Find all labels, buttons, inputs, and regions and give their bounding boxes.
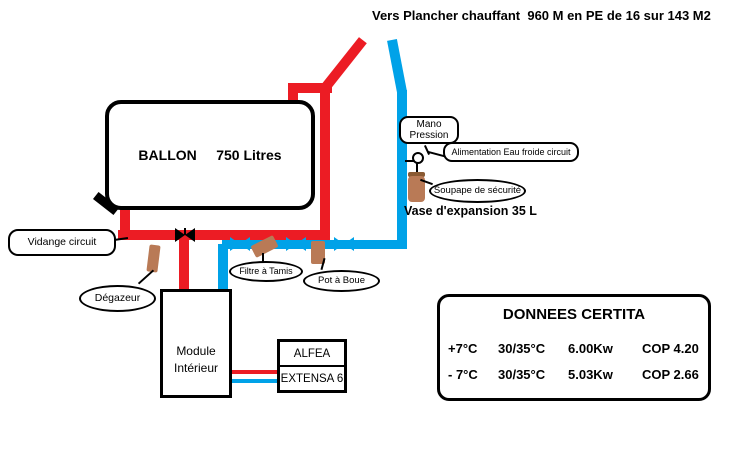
callout-soupape: Soupape de sécurité — [429, 179, 526, 203]
callout-degazeur: Dégazeur — [79, 285, 156, 312]
cold-pipe-diagonal-top — [387, 39, 407, 93]
certita-rows: +7°C 30/35°C 6.00Kw COP 4.20 - 7°C 30/35… — [440, 335, 708, 387]
vase-expansion-label: Vase d'expansion 35 L — [404, 204, 537, 218]
certita-cell: 30/35°C — [498, 366, 546, 382]
callout-mano-pression: Mano Pression — [399, 116, 459, 144]
cold-pipe-module-to-alfea — [232, 379, 278, 383]
certita-cell: 30/35°C — [498, 340, 546, 356]
certita-cell: COP 4.20 — [642, 340, 699, 356]
alfea-brand-label: ALFEA — [280, 342, 344, 367]
callout-pointer — [137, 269, 155, 285]
callout-filtre-label: Filtre à Tamis — [239, 266, 293, 277]
cold-pipe-main-vertical — [397, 90, 407, 248]
pot-a-boue-component — [311, 241, 325, 264]
fill-valve-icon — [412, 152, 424, 164]
certita-cell: 6.00Kw — [568, 340, 613, 356]
cold-valve-icon — [286, 237, 306, 251]
hot-pipe-tank-left-vertical — [120, 206, 130, 240]
alfea-model-label: EXTENSA 6 — [280, 372, 344, 385]
cold-valve-icon — [334, 237, 354, 251]
certita-cell: +7°C — [448, 340, 478, 356]
certita-title: DONNEES CERTITA — [502, 306, 646, 323]
callout-pot-a-boue-label: Pot à Boue — [317, 274, 365, 286]
callout-alimentation-label: Alimentation Eau froide circuit — [451, 146, 571, 157]
shutoff-valve-icon — [175, 228, 195, 242]
certita-row: - 7°C 30/35°C 5.03Kw COP 2.66 — [440, 361, 708, 387]
module-interieur-label: Module Intérieur — [173, 343, 219, 375]
callout-soupape-label: Soupape de sécurité — [433, 184, 522, 196]
cold-pipe-to-module — [218, 244, 228, 291]
expansion-drop-line — [416, 162, 418, 176]
ballon-tank: BALLON 750 Litres — [105, 100, 315, 210]
module-interieur-box: Module Intérieur — [160, 289, 232, 398]
callout-vidange: Vidange circuit — [8, 229, 116, 256]
callout-degazeur-label: Dégazeur — [94, 291, 141, 304]
callout-mano-pression-label: Mano Pression — [409, 118, 449, 141]
hot-pipe-elbow-horizontal — [288, 83, 332, 93]
hot-pipe-right-vertical — [320, 83, 330, 240]
callout-filtre: Filtre à Tamis — [229, 261, 303, 282]
hot-pipe-into-tank — [288, 83, 298, 105]
hot-pipe-to-module — [179, 238, 189, 292]
degazeur-component — [146, 244, 161, 273]
callout-alimentation: Alimentation Eau froide circuit — [443, 142, 579, 162]
certita-data-box: DONNEES CERTITA +7°C 30/35°C 6.00Kw COP … — [437, 294, 711, 401]
ballon-tank-label: BALLON 750 Litres — [138, 147, 282, 163]
certita-cell: 5.03Kw — [568, 366, 613, 382]
callout-pot-a-boue: Pot à Boue — [303, 270, 380, 292]
alfea-unit-box: ALFEA EXTENSA 6 — [277, 339, 347, 393]
expansion-vessel-cap — [408, 172, 425, 177]
certita-cell: - 7°C — [448, 366, 478, 382]
certita-row: +7°C 30/35°C 6.00Kw COP 4.20 — [440, 335, 708, 361]
cold-valve-icon — [230, 237, 250, 251]
callout-vidange-label: Vidange circuit — [27, 235, 97, 248]
callout-pointer — [113, 237, 129, 241]
page-title: Vers Plancher chauffant 960 M en PE de 1… — [372, 8, 711, 23]
expansion-vessel — [408, 176, 425, 202]
certita-cell: COP 2.66 — [642, 366, 699, 382]
hot-pipe-module-to-alfea — [232, 370, 278, 374]
callout-pointer — [262, 253, 264, 262]
hot-pipe-main-horizontal — [118, 230, 330, 240]
